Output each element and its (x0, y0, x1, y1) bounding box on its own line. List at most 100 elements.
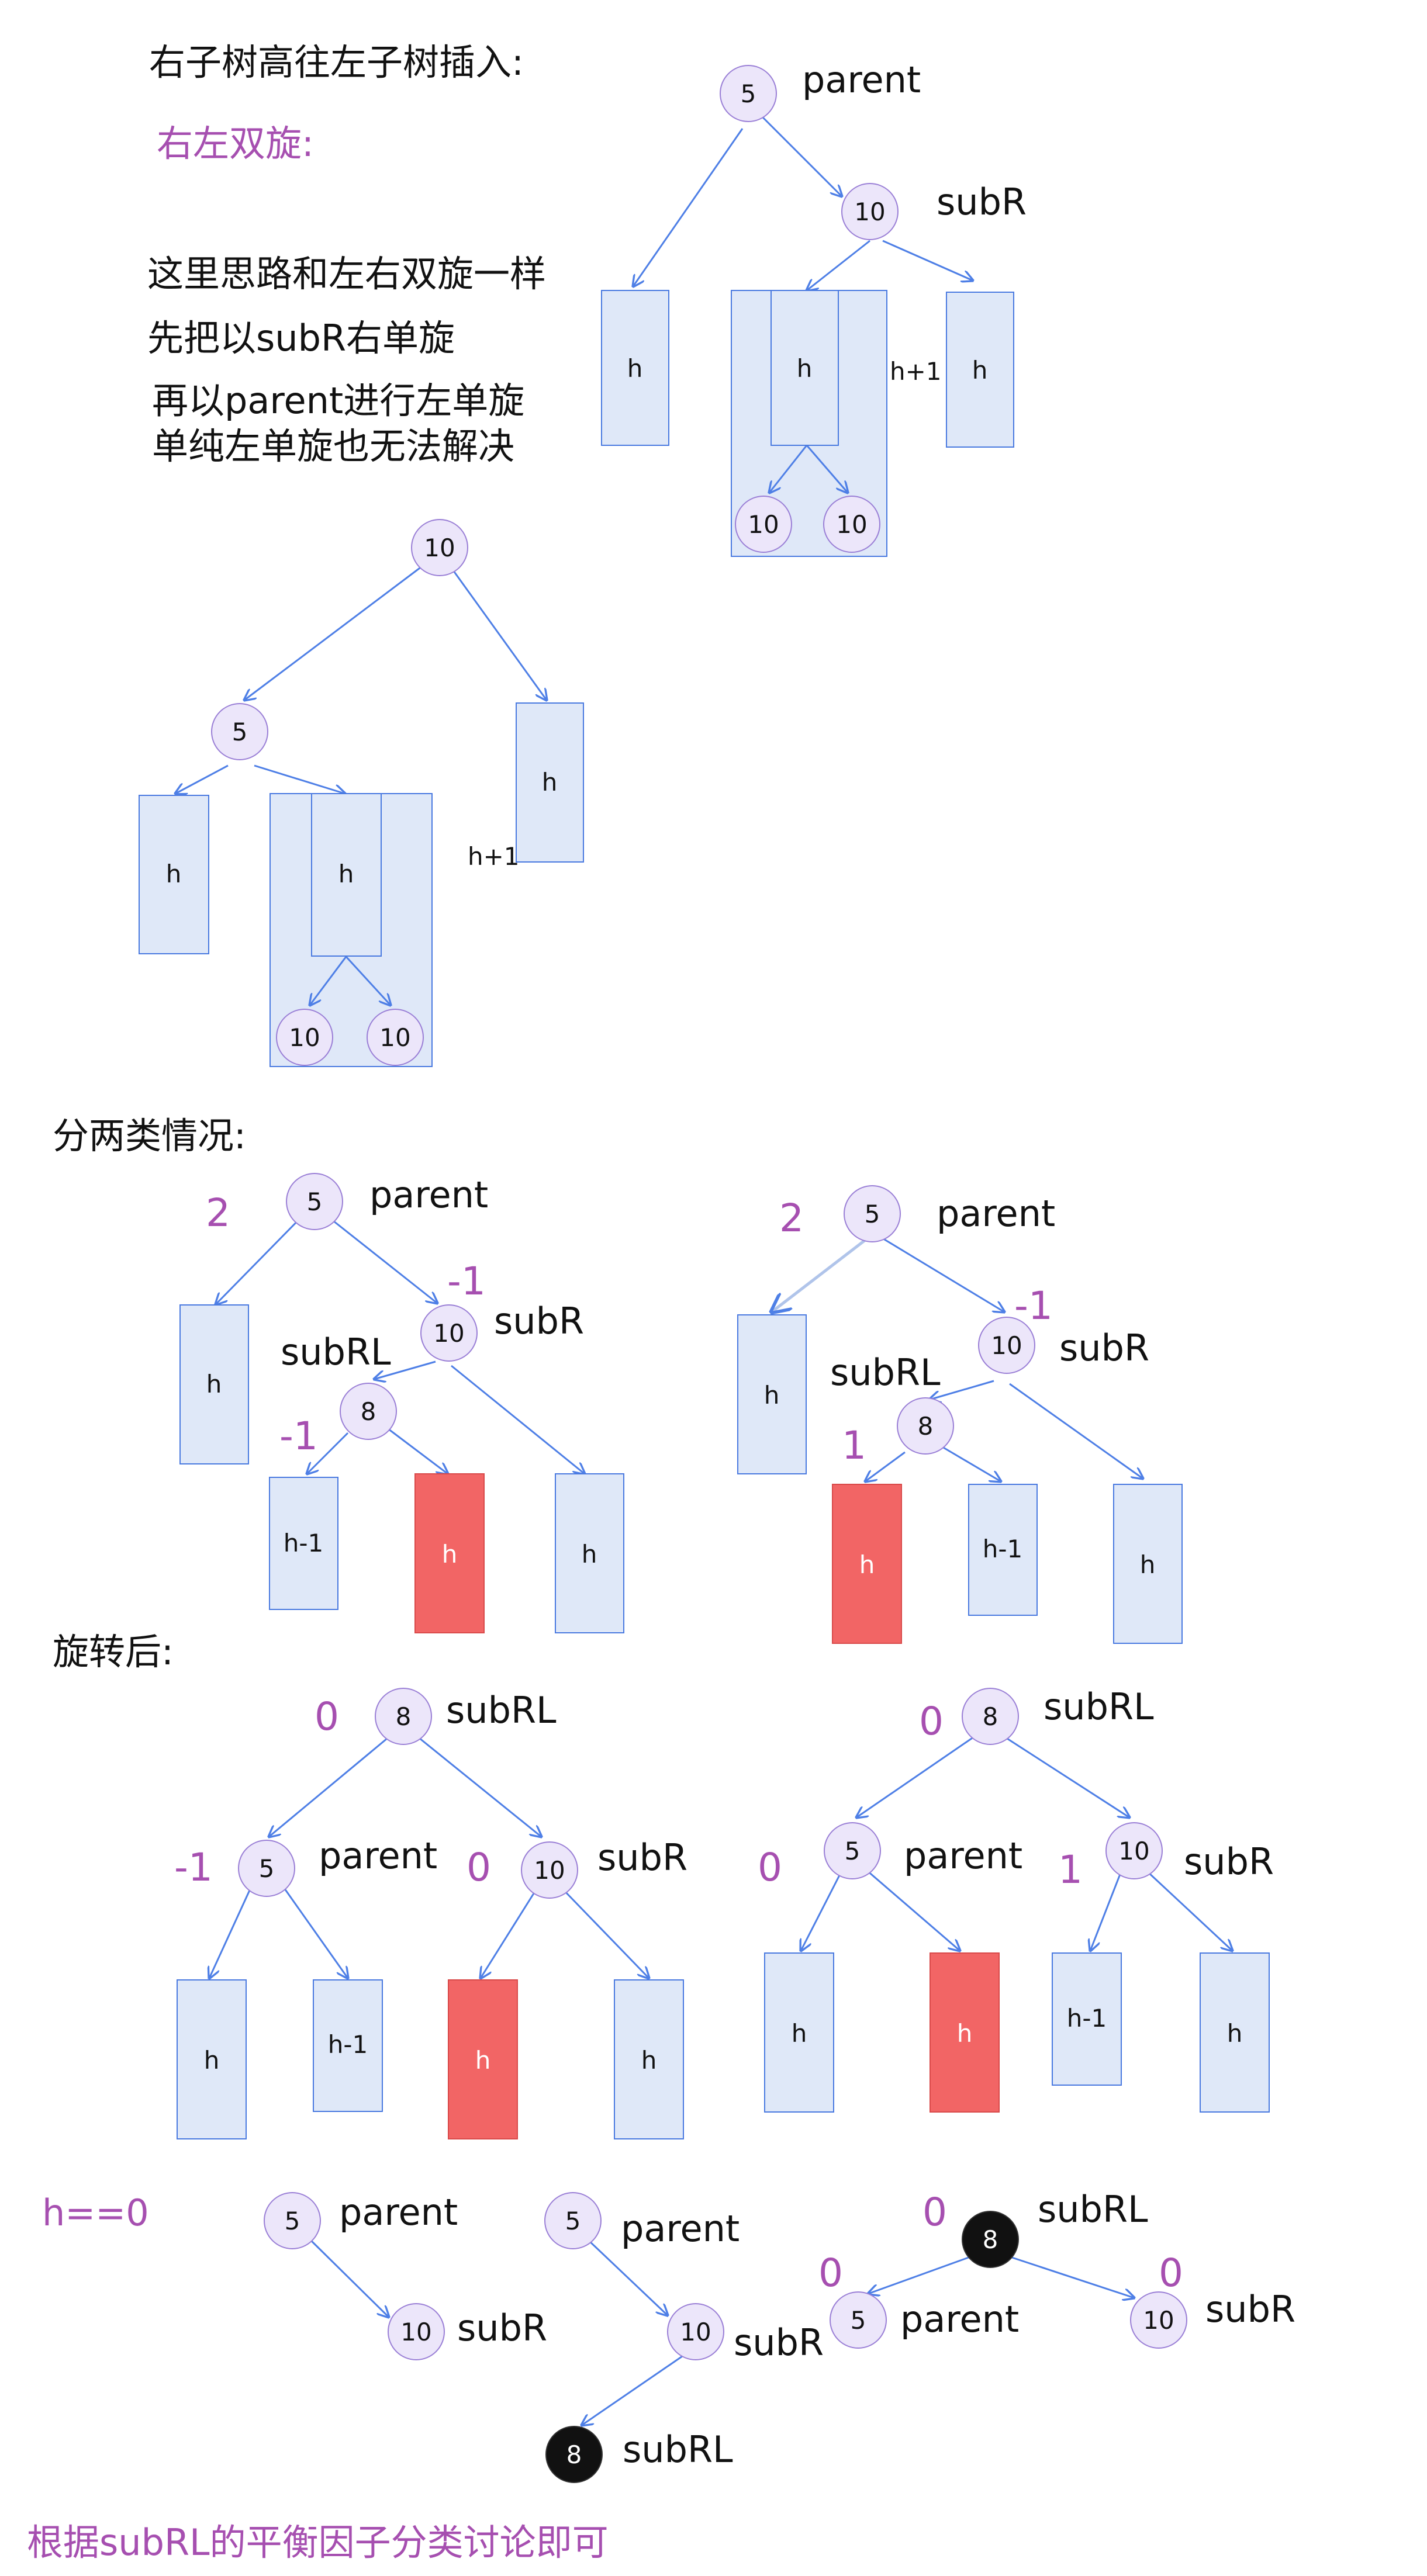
balance-factor: -1 (447, 1259, 486, 1304)
balance-factor: 0 (1159, 2250, 1183, 2295)
inserted-subtree (414, 1473, 485, 1633)
diagram-initial-tree: 5 parent 10 subR h h h+1 h 10 10 (601, 58, 1027, 557)
subtree-height: h-1 (983, 1535, 1023, 1563)
edge (209, 1886, 253, 1978)
label-subRL: subRL (446, 1689, 557, 1732)
node-value: 10 (748, 510, 779, 539)
edge (586, 2238, 668, 2315)
edge (881, 1237, 1004, 1312)
edge (481, 1888, 538, 1978)
edge (868, 2255, 974, 2294)
case-b-before: 2 5 parent -1 10 subR subRL 1 8 h h h-1 … (737, 1185, 1183, 1644)
subtree-height: h (442, 1540, 458, 1569)
node-value: 10 (400, 2318, 431, 2346)
subtree-box (177, 1979, 247, 2139)
balance-factor: 1 (1058, 1847, 1083, 1892)
subtree-height: h (338, 860, 354, 888)
group-height: h+1 (890, 357, 942, 386)
node-10 (388, 2303, 445, 2360)
h0-insert: 5 parent 10 subR 8 subRL (544, 2192, 824, 2483)
label-subRL: subRL (1044, 1685, 1154, 1728)
node-10 (521, 1841, 578, 1899)
subtree-height: h (641, 2046, 657, 2075)
label-parent: parent (802, 58, 921, 101)
subtree-box (139, 795, 209, 954)
subtree-box (968, 1484, 1038, 1616)
edge (856, 1733, 978, 1817)
node-value: 10 (534, 1856, 565, 1885)
node-10 (1130, 2291, 1187, 2349)
label-subR: subR (494, 1300, 584, 1342)
edge (582, 2354, 685, 2425)
note-line-1: 这里思路和左右双旋一样 (147, 252, 546, 295)
label-subRL: subRL (623, 2428, 733, 2471)
balance-factor: 0 (818, 2250, 843, 2295)
edge (324, 1213, 437, 1303)
edge (930, 1380, 994, 1400)
heading-two-cases: 分两类情况: (53, 1114, 246, 1157)
subtree-height: h-1 (328, 2030, 368, 2059)
node-value: 8 (361, 1397, 376, 1426)
node-value: 10 (836, 510, 867, 539)
subtree-height: h (166, 860, 182, 888)
subtree-box (614, 1979, 684, 2139)
label-parent: parent (621, 2207, 740, 2250)
node-8 (962, 2211, 1019, 2268)
node-10 (1105, 1822, 1163, 1879)
subtree-height: h (582, 1540, 597, 1569)
node-value: 10 (991, 1331, 1022, 1360)
edge (1009, 1383, 1143, 1479)
balance-factor: 0 (922, 2190, 947, 2235)
subtree-height: h (972, 356, 988, 385)
node-value: 8 (396, 1702, 412, 1731)
edge (801, 1872, 842, 1951)
edge (561, 1888, 649, 1978)
heading-after-rotation: 旋转后: (53, 1630, 174, 1673)
node-value: 5 (232, 718, 248, 746)
inserted-subtree (930, 1952, 1000, 2113)
label-subR: subR (457, 2307, 547, 2349)
inserted-subtree (832, 1484, 902, 1644)
subtree-height: h-1 (1067, 2004, 1107, 2033)
edge (345, 955, 391, 1005)
node-value: 10 (1118, 1837, 1149, 1865)
subtree-height: h (206, 1370, 222, 1398)
node-value: 8 (983, 1702, 998, 1731)
node-10 (367, 1009, 424, 1066)
node-10 (823, 496, 880, 553)
note-line-2: 先把以subR右单旋 (147, 317, 455, 359)
edge (865, 1451, 906, 1481)
node-10 (420, 1304, 478, 1362)
node-10 (735, 496, 792, 553)
subtree-box (770, 290, 839, 446)
node-value: 10 (680, 2318, 711, 2346)
edge (416, 1734, 541, 1837)
edge (269, 1734, 391, 1837)
node-value: 10 (1143, 2306, 1174, 2335)
node-value: 10 (424, 534, 455, 562)
subtree-height: h (542, 768, 558, 797)
node-5 (238, 1840, 295, 1897)
node-8 (340, 1383, 397, 1440)
subtree-height: h (859, 1550, 875, 1579)
balance-factor: 0 (919, 1699, 944, 1744)
node-5 (844, 1185, 901, 1242)
heading-right-left-double: 右左双旋: (157, 122, 314, 165)
node-5 (824, 1822, 881, 1879)
case-a-after: 0 8 subRL -1 5 parent 0 10 subR h h-1 h … (174, 1688, 687, 2139)
footer-note: 根据subRL的平衡因子分类讨论即可 (27, 2521, 609, 2564)
edge (942, 1446, 1001, 1481)
subtree-height: h (627, 354, 643, 383)
edge (307, 2237, 389, 2317)
balance-factor: 0 (758, 1845, 782, 1890)
node-8 (962, 1688, 1019, 1745)
node-value: 5 (865, 1200, 880, 1228)
subtree-box (1200, 1952, 1270, 2113)
balance-factor: 0 (467, 1845, 491, 1890)
edge (175, 764, 229, 794)
node-value: 8 (918, 1412, 934, 1441)
node-value: 5 (851, 2306, 866, 2335)
edge (310, 956, 347, 1005)
edge (1146, 1870, 1232, 1951)
